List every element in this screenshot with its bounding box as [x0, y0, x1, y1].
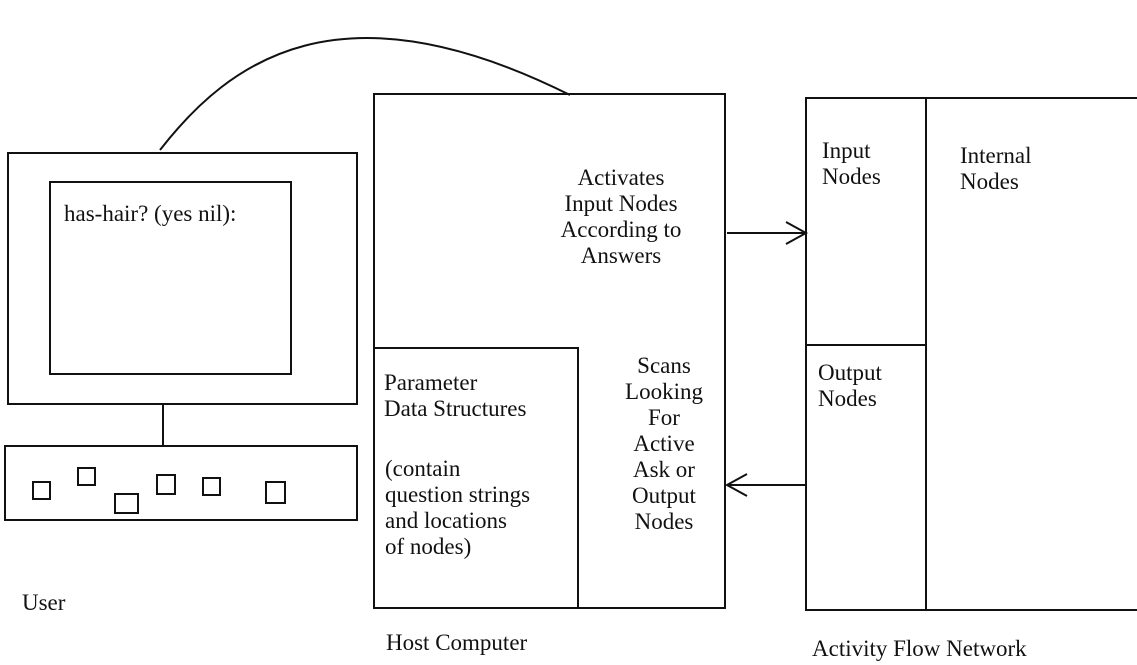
- keyboard-key: [202, 477, 221, 496]
- connection-cable: [159, 36, 571, 151]
- parameter-data-structures-box: [373, 347, 579, 609]
- screen-prompt-text: has-hair? (yes nil):: [64, 201, 237, 226]
- user-label: User: [22, 590, 66, 615]
- keyboard: [4, 445, 358, 521]
- keyboard-key: [32, 481, 51, 500]
- keyboard-key: [265, 481, 286, 504]
- host-computer-label: Host Computer: [386, 630, 528, 655]
- keyboard-key: [77, 467, 96, 486]
- keyboard-key: [114, 493, 139, 514]
- monitor-frame: [7, 152, 358, 405]
- keyboard-key: [156, 474, 176, 495]
- activates-input-nodes-text: Activates Input Nodes According to Answe…: [560, 165, 682, 268]
- input-nodes-label: Input Nodes: [822, 138, 881, 189]
- scans-looking-text: Scans Looking For Active Ask or Output N…: [625, 353, 703, 534]
- activation-arrowhead: [785, 221, 809, 245]
- scan-arrowhead: [724, 473, 748, 497]
- parameter-data-structures-title: Parameter Data Structures: [384, 370, 527, 421]
- internal-nodes-label: Internal Nodes: [960, 143, 1032, 194]
- output-nodes-label: Output Nodes: [818, 360, 882, 411]
- parameter-data-structures-note: (contain question strings and locations …: [385, 456, 531, 559]
- network-box: [805, 97, 1137, 611]
- activity-flow-network-label: Activity Flow Network: [812, 636, 1027, 661]
- monitor-screen: [49, 181, 292, 375]
